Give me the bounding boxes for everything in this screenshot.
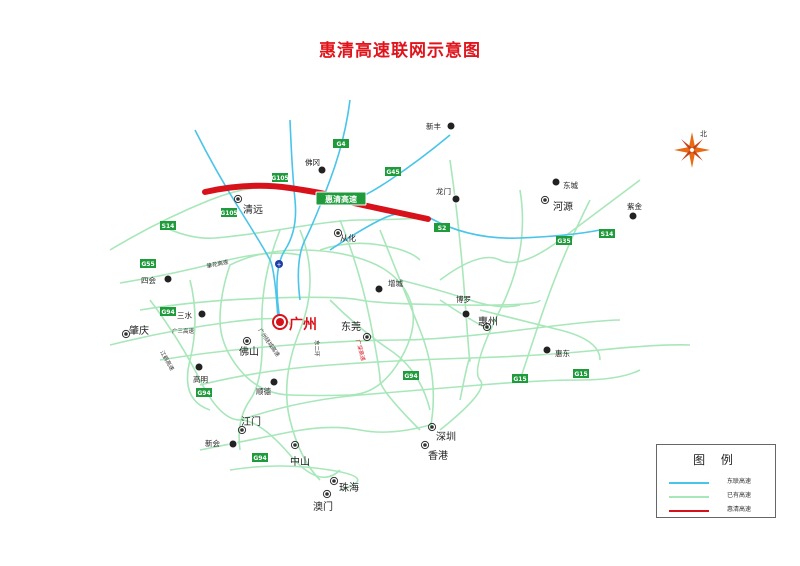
city-label-zhuhai: 珠海 [339,481,359,494]
route-shield: S2 [434,223,450,232]
svg-text:增城: 增城 [388,278,403,288]
svg-text:紫金: 紫金 [627,201,642,211]
legend-swatch-green [669,496,709,498]
county-markers [163,121,638,449]
connecting-expressways [194,99,601,321]
svg-text:龙门: 龙门 [436,186,451,196]
existing-expressways [109,159,691,491]
city-label-macau: 澳门 [313,500,333,513]
city-label-jiangmen: 江门 [241,415,261,428]
route-shield: G55 [140,259,156,268]
city-label-guangzhou: 广州 [289,316,317,333]
city-labels: 广州 清远 从化 东莞 佛山 肇庆 惠州 河源 深圳 香港 江门 中山 珠海 澳… [129,200,573,513]
city-label-shenzhen: 深圳 [436,431,456,443]
route-shield: G35 [556,236,572,245]
svg-text:G15: G15 [513,376,526,383]
svg-text:S2: S2 [438,225,447,232]
route-shield: G105 [271,173,289,182]
route-shield: G15 [573,369,589,378]
svg-text:G105: G105 [220,210,237,217]
legend-swatch-cyan [669,482,709,484]
svg-text:G35: G35 [557,238,570,245]
svg-text:广深高速: 广深高速 [354,338,368,362]
svg-text:G55: G55 [141,261,154,268]
route-shield: G94 [252,453,268,462]
svg-text:广州绕城高速: 广州绕城高速 [256,327,282,359]
legend-swatch-red [669,510,709,512]
svg-text:G105: G105 [271,175,288,182]
map-title: 惠清高速联网示意图 [319,41,481,61]
route-shield: G94 [160,307,176,316]
svg-text:广三高速: 广三高速 [172,327,195,335]
svg-text:G94: G94 [197,390,210,397]
svg-text:新会: 新会 [205,438,220,448]
route-shield: S14 [160,221,176,230]
city-label-hongkong: 香港 [428,450,448,462]
svg-text:佛冈: 佛冈 [305,157,320,167]
legend-item: 已有高速 [657,490,775,502]
legend: 图 例 东联高速 已有高速 惠清高速 [656,444,776,518]
legend-item: 东联高速 [657,476,775,488]
city-label-dongguan: 东莞 [341,320,361,333]
legend-item: 惠清高速 [657,504,775,516]
svg-text:东城: 东城 [563,180,578,190]
city-label-zhongshan: 中山 [290,455,310,468]
route-shield: G105 [220,208,238,217]
city-label-foshan: 佛山 [239,345,259,358]
svg-text:G4: G4 [336,141,345,148]
svg-text:顺德: 顺德 [256,386,271,396]
route-shield: G94 [403,371,419,380]
svg-text:+: + [276,262,281,269]
city-label-qingyuan: 清远 [243,203,263,216]
svg-text:G94: G94 [161,309,174,316]
svg-text:江鹤高速: 江鹤高速 [158,349,176,372]
svg-text:G94: G94 [253,455,266,462]
route-shield: S14 [599,229,615,238]
route-shield: G4 [333,139,349,148]
city-label-zhaoqing: 肇庆 [129,324,149,337]
city-label-huizhou: 惠州 [478,315,498,328]
svg-text:惠东: 惠东 [555,348,570,358]
svg-text:G15: G15 [574,371,587,378]
svg-text:S14: S14 [162,223,175,230]
city-label-heyuan: 河源 [553,200,573,213]
svg-text:三水: 三水 [177,310,192,320]
north-arrow-icon: 北 [674,130,710,168]
svg-text:博罗: 博罗 [456,294,471,304]
guangzhou-marker [272,314,288,330]
airport-icon [275,260,283,268]
legend-title: 图 例 [693,453,739,467]
svg-text:高明: 高明 [193,374,208,384]
svg-text:东二环: 东二环 [313,340,321,357]
svg-text:北: 北 [700,130,707,138]
route-shields: G4 G45 G105 S2 G35 S14 G15 G94 G15 G105 … [140,139,615,462]
svg-text:S14: S14 [601,231,614,238]
route-shield: G94 [196,388,212,397]
huiqing-route-label: 惠清高速 [315,191,367,206]
svg-text:G94: G94 [404,373,417,380]
svg-text:新丰: 新丰 [426,121,441,131]
city-label-conghua: 从化 [340,233,356,243]
svg-text:肇花高速: 肇花高速 [206,257,230,270]
svg-text:G45: G45 [386,169,399,176]
svg-text:四会: 四会 [141,275,156,285]
route-shield: G45 [385,167,401,176]
major-city-markers [121,194,550,499]
route-shield: G15 [512,374,528,383]
svg-text:惠清高速: 惠清高速 [325,194,357,204]
county-labels: 新丰 佛冈 龙门 东城 紫金 增城 博罗 惠东 四会 三水 高明 顺德 新会 [141,121,642,448]
